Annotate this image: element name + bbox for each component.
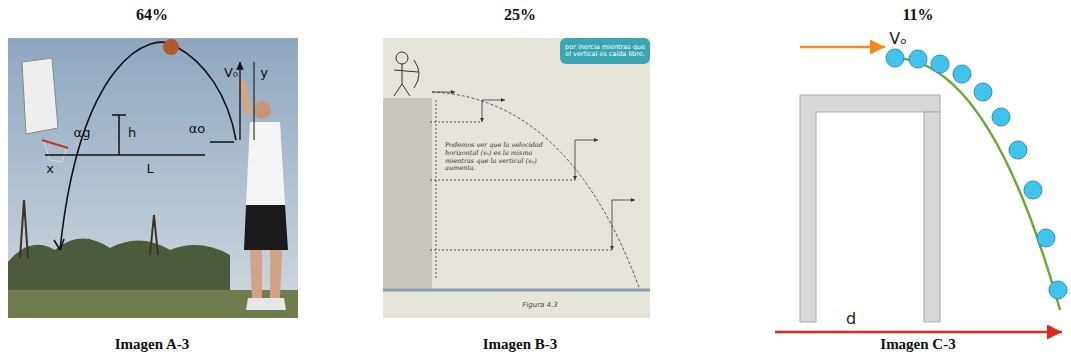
velocity-label: Vₒ bbox=[889, 29, 907, 48]
height-label: h bbox=[128, 125, 136, 140]
percent-label: 25% bbox=[504, 6, 536, 24]
falling-ball-figure bbox=[775, 47, 1067, 332]
velocity-label: V₀ bbox=[224, 65, 238, 80]
angle-label: αg bbox=[74, 125, 91, 140]
archer-figure bbox=[383, 38, 650, 318]
distance-label: d bbox=[846, 309, 856, 328]
percent-label: 64% bbox=[136, 6, 168, 24]
axis-label: y bbox=[260, 65, 268, 80]
image-caption: Imagen C-3 bbox=[880, 336, 955, 353]
image-caption: Imagen A-3 bbox=[115, 336, 190, 353]
axis-label: x bbox=[46, 161, 54, 176]
note-text: Podemos ver que la velocidad horizontal … bbox=[445, 142, 555, 173]
image-caption: Imagen B-3 bbox=[483, 336, 558, 353]
figure-number: Figura 4.3 bbox=[522, 301, 557, 309]
basketball-photo bbox=[8, 38, 298, 318]
distance-label: L bbox=[146, 161, 153, 176]
percent-label: 11% bbox=[902, 6, 933, 24]
banner-text: por inercia mientras que el vertical es … bbox=[563, 44, 647, 59]
angle-label: αo bbox=[189, 121, 206, 136]
